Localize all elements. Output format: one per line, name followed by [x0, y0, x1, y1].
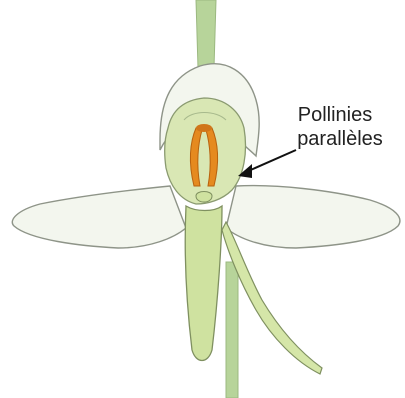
right-sepal — [226, 186, 400, 248]
left-sepal — [12, 186, 186, 248]
stem — [196, 0, 216, 68]
annotation-line2: parallèles — [280, 128, 400, 151]
annotation-line1: Pollinies — [280, 104, 390, 127]
column — [165, 98, 246, 204]
lower-stem — [226, 262, 238, 398]
labellum — [185, 206, 222, 361]
